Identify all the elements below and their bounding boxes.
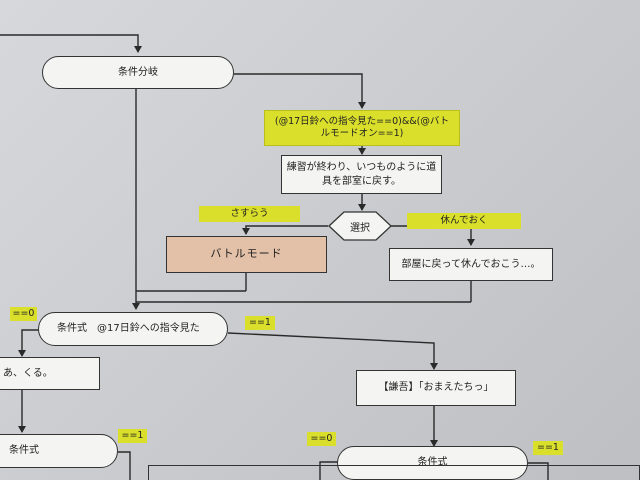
node-select-diamond[interactable] [328, 211, 392, 241]
tag-eq0-bottom: ==0 [307, 432, 336, 446]
next-block-frame [148, 465, 640, 480]
connector [118, 451, 131, 480]
connector [242, 225, 328, 235]
tag-eq1-right-bottom: ==1 [533, 441, 563, 455]
node-cond-expr-main[interactable]: 条件式 @17日鈴への指令見た [38, 312, 228, 346]
connector [227, 332, 438, 370]
node-cond-check[interactable]: (@17日鈴への指令見た==0)&&(@バト ルモードオン==1) [264, 110, 460, 146]
tag-eq0-left: ==0 [10, 307, 37, 321]
tag-eq1-left-bottom: ==1 [118, 429, 147, 443]
connector [0, 34, 142, 53]
tag-eq1-mid: ==1 [245, 316, 275, 330]
connector [234, 73, 366, 109]
node-cond-branch[interactable]: 条件分岐 [42, 56, 234, 89]
tag-yasunde: 休んでおく [407, 213, 521, 229]
node-kenji-line[interactable]: 【謙吾】「おまえたちっ」 [356, 370, 516, 406]
node-room-rest[interactable]: 部屋に戻って休んでおこう…。 [389, 248, 553, 281]
select-label: 選択 [350, 222, 370, 234]
tag-sasurau: さすらう [199, 206, 300, 222]
node-battle-mode[interactable]: バトルモード [166, 236, 327, 273]
node-cond-expr-left[interactable]: 条件式 [0, 434, 118, 468]
node-ah-kuru[interactable]: あ、くる。 [0, 357, 100, 390]
node-practice[interactable]: 練習が終わり、いつものように道 具を部室に戻す。 [281, 155, 442, 194]
